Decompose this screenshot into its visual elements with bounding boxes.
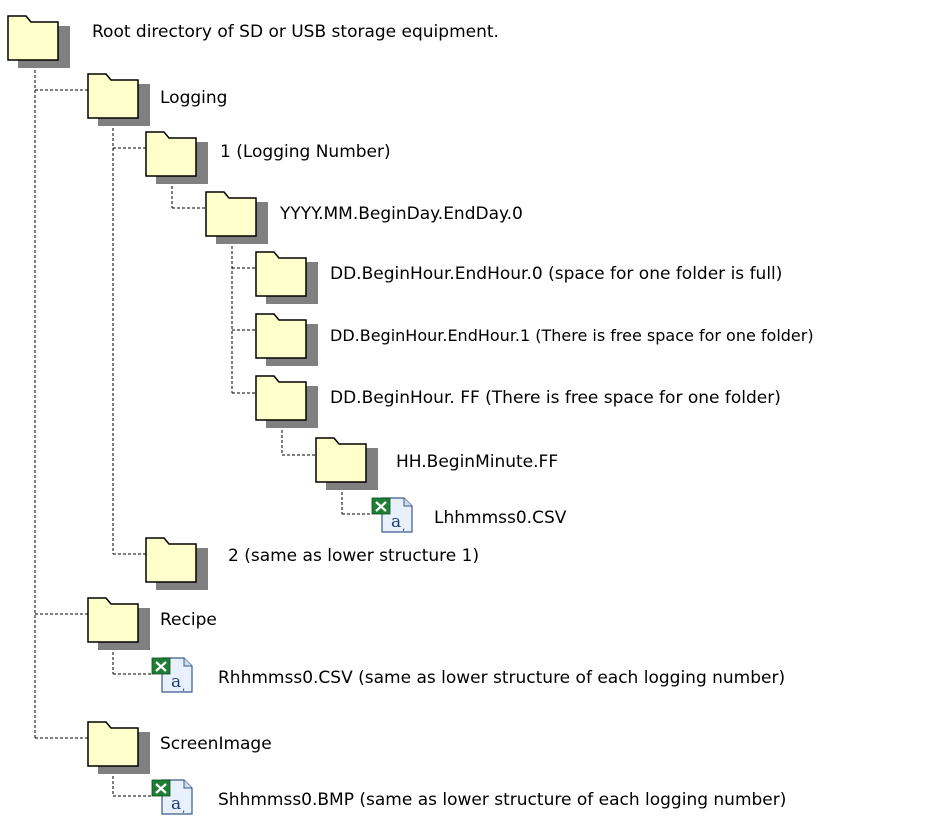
svg-text:,: , [182,682,185,693]
folder-icon [145,537,208,590]
svg-text:,: , [402,522,405,533]
recipe-folder-label: Recipe [160,610,217,630]
screenimage-file-label: Shhmmss0.BMP (same as lower structure of… [218,790,787,810]
folder-icon [87,597,150,650]
folder-icon [255,313,318,366]
folder-icon [87,721,150,774]
svg-text:,: , [182,804,185,815]
folder-icon [145,131,208,184]
folder-icon [255,251,318,304]
svg-text:a: a [171,672,181,692]
folder-icon [315,437,378,490]
hour-folder-ff-label: DD.BeginHour. FF (There is free space fo… [330,388,781,408]
csv-file-icon: a , [151,657,193,693]
logging-folder-label: Logging [160,88,228,108]
root-label: Root directory of SD or USB storage equi… [92,22,499,42]
date-folder-label: YYYY.MM.BeginDay.EndDay.0 [280,204,523,224]
csv-file-icon: a , [371,497,413,533]
folder-icon [255,375,318,428]
logging-file-label: Lhhmmss0.CSV [434,508,567,528]
hour-folder-0-label: DD.BeginHour.EndHour.0 (space for one fo… [330,264,783,284]
minute-folder-label: HH.BeginMinute.FF [396,452,559,472]
logging-number-1-label: 1 (Logging Number) [220,142,391,162]
folder-icon [7,15,70,68]
bmp-file-icon: a , [151,779,193,815]
screenimage-folder-label: ScreenImage [160,734,272,754]
svg-text:a: a [171,794,181,814]
hour-folder-1-label: DD.BeginHour.EndHour.1 (There is free sp… [330,326,814,345]
logging-number-2-label: 2 (same as lower structure 1) [228,546,480,566]
recipe-file-label: Rhhmmss0.CSV (same as lower structure of… [218,668,786,688]
folder-icon [87,73,150,126]
folder-icon [205,191,268,244]
svg-text:a: a [391,512,401,532]
